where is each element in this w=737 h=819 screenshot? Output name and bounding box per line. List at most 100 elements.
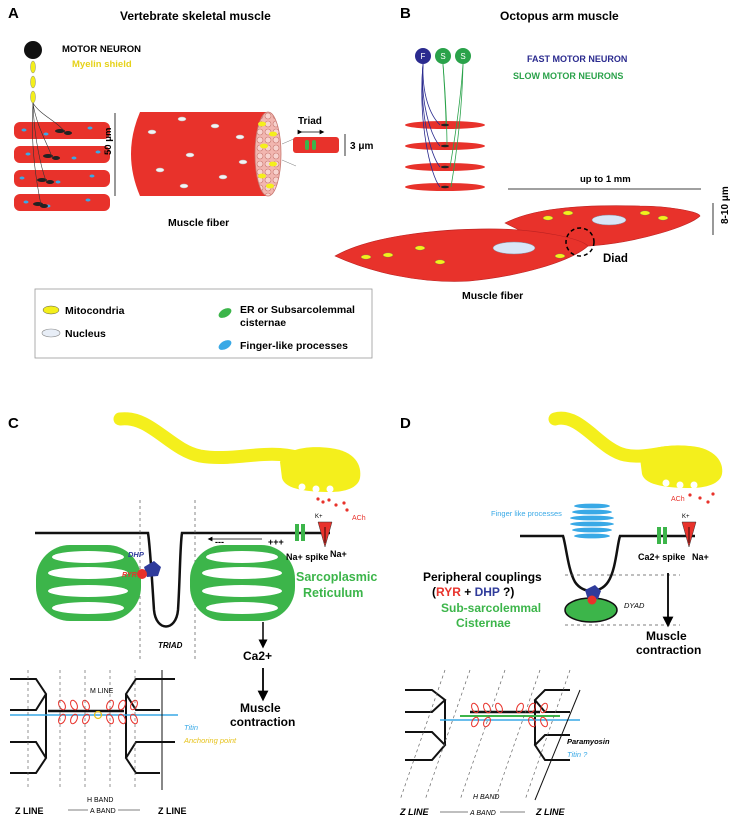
scale-50-label: 50 μm xyxy=(103,128,114,155)
panel-b-title: Octopus arm muscle xyxy=(500,9,619,23)
neuron-label-f: F xyxy=(421,52,426,61)
finger-processes xyxy=(570,503,614,539)
ssc-label-1: Sub-sarcolemmal xyxy=(441,601,541,615)
legend-mito: Mitocondria xyxy=(65,305,125,317)
panel-c-letter: C xyxy=(8,415,19,432)
muscle-fiber-label-b: Muscle fiber xyxy=(462,290,523,302)
panel-b-letter: B xyxy=(400,5,411,22)
triad-label-c: TRIAD xyxy=(158,641,183,650)
scale-3-label: 3 μm xyxy=(350,141,373,152)
legend-er-2: cisternae xyxy=(240,317,286,329)
sarcoplasmic-reticulum-left xyxy=(36,545,141,621)
myelin-segment xyxy=(30,60,36,74)
na-channel xyxy=(295,524,299,541)
sarcomere-d xyxy=(399,669,581,801)
ca-channel xyxy=(657,527,661,544)
neuron-label-s: S xyxy=(460,52,465,61)
z-line-right-c: Z LINE xyxy=(158,806,187,816)
ca-channel xyxy=(663,527,667,544)
na-plus-label-d: Na+ xyxy=(692,552,709,562)
dhp-receptor xyxy=(144,561,161,577)
z-line-left-c: Z LINE xyxy=(15,806,44,816)
myelin-segment xyxy=(30,75,36,89)
sarcolemma xyxy=(35,531,300,628)
legend-nucleus: Nucleus xyxy=(65,328,106,340)
dhp-receptor-d xyxy=(585,585,601,600)
panel-a-title: Vertebrate skeletal muscle xyxy=(120,9,271,23)
h-band-label-d: H BAND xyxy=(473,794,499,801)
neuron-label-s: S xyxy=(440,52,445,61)
a-band-label-d: A BAND xyxy=(469,810,496,817)
slow-neuron-label: SLOW MOTOR NEURONS xyxy=(513,71,623,81)
z-line-left-d: Z LINE xyxy=(399,807,429,817)
muscle-fiber-label-a: Muscle fiber xyxy=(168,217,229,229)
triad-label: Triad xyxy=(298,116,322,127)
motor-neuron-label: MOTOR NEURON xyxy=(62,44,141,55)
motor-neuron-soma xyxy=(24,41,42,59)
sarcomere-c xyxy=(10,670,178,790)
large-muscle-fiber: 50 μm Triad xyxy=(103,111,373,197)
diad-label: Diad xyxy=(603,253,628,265)
ryr-receptor-d xyxy=(587,595,597,605)
muscle-contraction-c-1: Muscle xyxy=(240,701,281,715)
slow-neuron-soma xyxy=(455,48,471,64)
fast-neuron-label: FAST MOTOR NEURON xyxy=(527,54,627,64)
na-spike-label: Na+ spike xyxy=(286,552,328,562)
fast-neuron-soma xyxy=(415,48,431,64)
peripheral-couplings-label: Peripheral couplings xyxy=(423,570,542,584)
panel-b: B Octopus arm muscle F S S FAST MOTOR NE… xyxy=(334,5,731,302)
ach-label-c: ACh xyxy=(352,515,366,522)
finger-label-d: Finger like processes xyxy=(491,509,562,518)
k-label-d: K+ xyxy=(682,514,690,520)
panel-a: A Vertebrate skeletal muscle MOTOR NEURO… xyxy=(8,5,373,229)
k-label-c: K+ xyxy=(315,514,323,520)
muscle-contraction-d-2: contraction xyxy=(636,643,701,657)
sr-label-1: Sarcoplasmic xyxy=(296,570,377,584)
axon-terminal-d xyxy=(640,445,723,488)
ach-label-d: ACh xyxy=(671,496,685,503)
legend-finger: Finger-like processes xyxy=(240,340,348,352)
octopus-fiber-stack xyxy=(405,63,485,191)
octopus-large-fiber xyxy=(334,205,701,282)
anchor-label-c: Anchoring point xyxy=(183,736,237,745)
width-label: 8-10 μm xyxy=(720,186,731,224)
myelin-segment xyxy=(30,90,36,104)
ca-label-c: Ca2+ xyxy=(243,649,272,663)
sarcoplasmic-reticulum-right xyxy=(190,545,295,621)
small-fiber-stack xyxy=(14,102,110,211)
panel-c: C ACh xyxy=(8,412,377,816)
ryr-receptor xyxy=(137,569,147,579)
titin-label-c: Titin xyxy=(184,723,198,732)
length-label: up to 1 mm xyxy=(580,174,631,185)
finger-process-icon xyxy=(218,340,232,350)
paramyosin-label: Paramyosin xyxy=(567,737,610,746)
panel-d: D ACh Finger like processes DYAD K+ Ca2+… xyxy=(399,411,723,817)
myelin-label: Myelin shield xyxy=(72,59,132,70)
peripheral-couplings-detail: (RYR + DHP ?) xyxy=(432,585,514,599)
na-plus-label-c: Na+ xyxy=(330,549,347,559)
plus-charges: +++ xyxy=(268,537,284,547)
titin-label-d: Titin ? xyxy=(567,750,588,759)
panel-d-letter: D xyxy=(400,415,411,432)
dyad-label-d: DYAD xyxy=(624,601,645,610)
er-icon xyxy=(218,308,232,318)
muscle-contraction-c-2: contraction xyxy=(230,715,295,729)
minus-charges: --- xyxy=(215,537,224,547)
muscle-contraction-d-1: Muscle xyxy=(646,629,687,643)
slow-neuron-soma xyxy=(435,48,451,64)
ssc-label-2: Cisternae xyxy=(456,616,511,630)
nucleus-icon xyxy=(41,328,61,338)
dhp-label-c: DHP xyxy=(128,550,145,559)
na-channel xyxy=(301,524,305,541)
h-band-label-c: H BAND xyxy=(87,797,113,804)
m-line-label-c: M LINE xyxy=(90,688,114,695)
legend-box: Mitocondria Nucleus ER or Subsarcolemmal… xyxy=(34,288,373,359)
ca-spike-label: Ca2+ spike xyxy=(638,552,685,562)
z-line-right-d: Z LINE xyxy=(535,807,565,817)
axon xyxy=(113,412,307,465)
legend-er-1: ER or Subsarcolemmal xyxy=(240,304,355,316)
sr-label-2: Reticulum xyxy=(303,586,363,600)
mitochondria-icon xyxy=(42,305,60,315)
panel-a-letter: A xyxy=(8,5,19,22)
